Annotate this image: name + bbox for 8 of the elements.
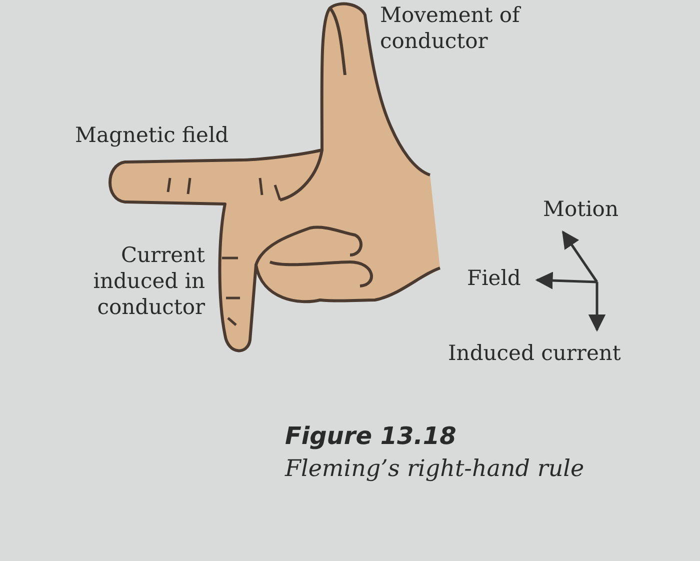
part-label: Magnetic field bbox=[75, 122, 230, 148]
direction-label: Field bbox=[467, 265, 522, 291]
direction-label: Induced current bbox=[448, 340, 622, 366]
figure-number: Figure 13.18 bbox=[285, 423, 458, 449]
direction-label: Motion bbox=[543, 196, 620, 222]
part-label: Current induced in conductor bbox=[92, 242, 205, 320]
figure-caption: Fleming’s right-hand rule bbox=[285, 456, 584, 482]
part-label: Movement of conductor bbox=[380, 2, 520, 54]
